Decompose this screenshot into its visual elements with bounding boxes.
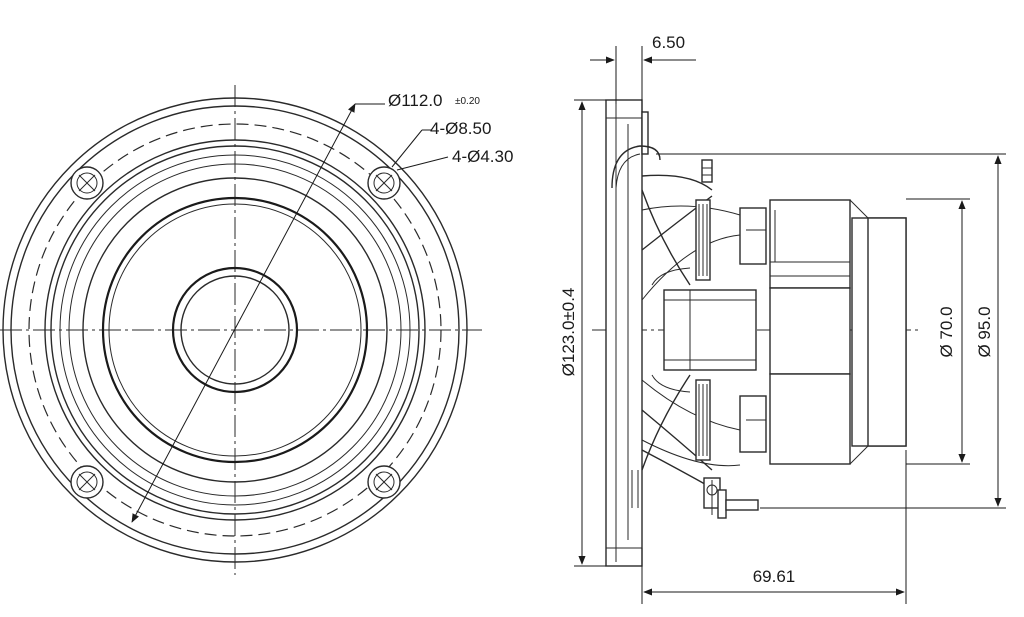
magnet-large-diameter-label: Ø 95.0 <box>975 306 994 357</box>
gasket-lip <box>641 111 649 155</box>
hole-large-label: 4-Ø8.50 <box>430 119 491 138</box>
hole-large-leader <box>391 129 423 168</box>
side-view: Ø 70.0 Ø 95.0 Ø123.0±0.4 6.50 69.61 <box>559 33 1006 604</box>
basket-arm-top <box>641 174 713 191</box>
front-plate-lower <box>739 395 767 453</box>
front-flange <box>605 99 643 567</box>
flange-diameter-label: Ø112.0 <box>388 91 443 110</box>
cone-lower <box>641 374 691 471</box>
flange-thickness-label: 6.50 <box>652 33 685 52</box>
frame-outer-edge <box>2 97 468 563</box>
front-view: Ø112.0 ±0.20 4-Ø8.50 4-Ø4.30 <box>0 85 513 575</box>
flange-diameter-dimension-line <box>131 103 356 523</box>
surround-roll <box>611 145 661 189</box>
magnet-lower <box>769 373 851 465</box>
terminal-top <box>701 159 713 183</box>
mount-hole-bottom-left <box>70 465 104 499</box>
mount-hole-bottom-right <box>367 465 401 499</box>
magnet-upper <box>769 199 851 289</box>
hole-small-leader <box>396 156 449 171</box>
mounting-depth-label: 69.61 <box>753 567 796 586</box>
cone-upper <box>641 189 691 286</box>
flange-diameter-tolerance: ±0.20 <box>455 96 480 107</box>
magnet-small-diameter-label: Ø 70.0 <box>937 306 956 357</box>
mount-hole-top-left <box>70 166 104 200</box>
bolt-circle <box>28 123 442 537</box>
pole-piece <box>663 289 757 371</box>
hole-small-label: 4-Ø4.30 <box>452 147 513 166</box>
terminal-bottom <box>703 477 759 519</box>
mount-hole-top-right <box>367 166 401 200</box>
outer-diameter-label: Ø123.0±0.4 <box>559 288 578 377</box>
magnet-middle <box>769 287 851 375</box>
front-plate-upper <box>739 207 767 265</box>
